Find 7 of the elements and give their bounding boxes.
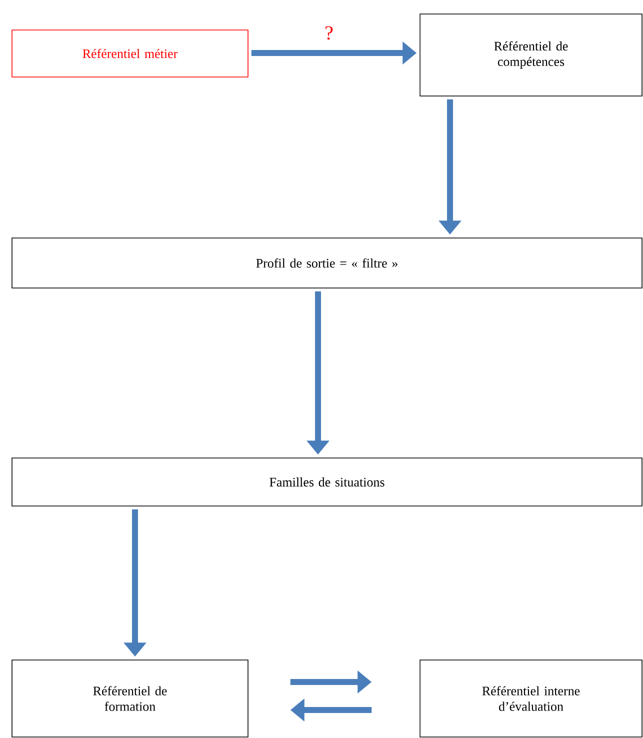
text-box: Référentiel de compétences bbox=[420, 14, 642, 96]
text-box: Référentiel métier bbox=[12, 30, 248, 78]
text-box: Référentiel de formation bbox=[12, 660, 248, 738]
edge-label: ? bbox=[326, 26, 333, 40]
text-box: Référentiel interne d’évaluation bbox=[420, 660, 642, 738]
text-box: Profil de sortie = « filtre » bbox=[12, 238, 642, 288]
text-box: Familles de situations bbox=[12, 458, 642, 506]
